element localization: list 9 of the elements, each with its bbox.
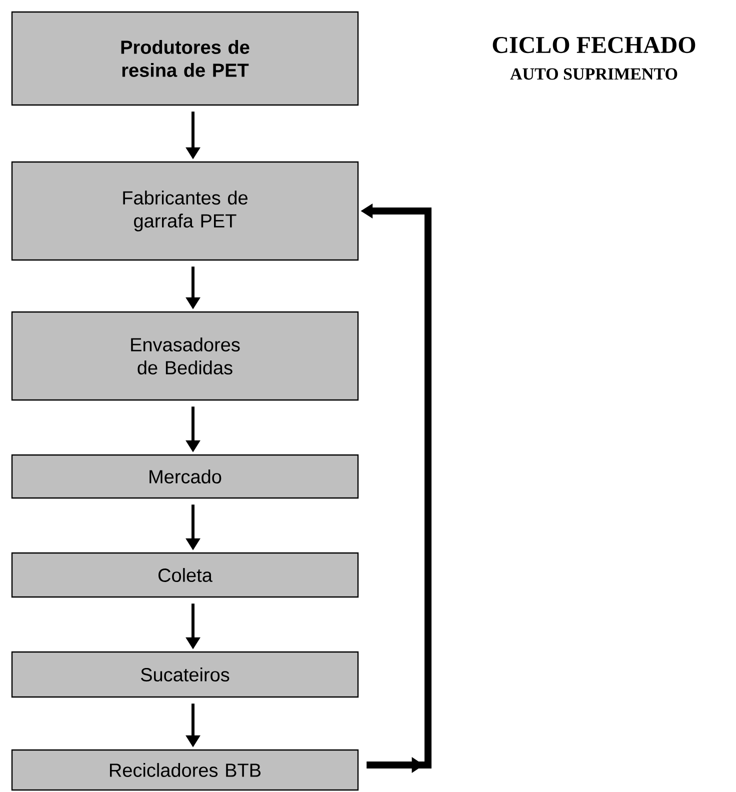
- process-box: Coleta: [11, 552, 359, 598]
- process-box: Mercado: [11, 454, 359, 499]
- title: CICLO FECHADO: [492, 36, 696, 54]
- process-box: Produtores de resina de PET: [11, 11, 359, 106]
- process-box: Recicladores BTB: [11, 749, 359, 791]
- subtitle: AUTO SUPRIMENTO: [510, 68, 678, 80]
- process-box: Sucateiros: [11, 651, 359, 698]
- process-box: Fabricantes de garrafa PET: [11, 161, 359, 261]
- process-box: Envasadores de Bedidas: [11, 311, 359, 401]
